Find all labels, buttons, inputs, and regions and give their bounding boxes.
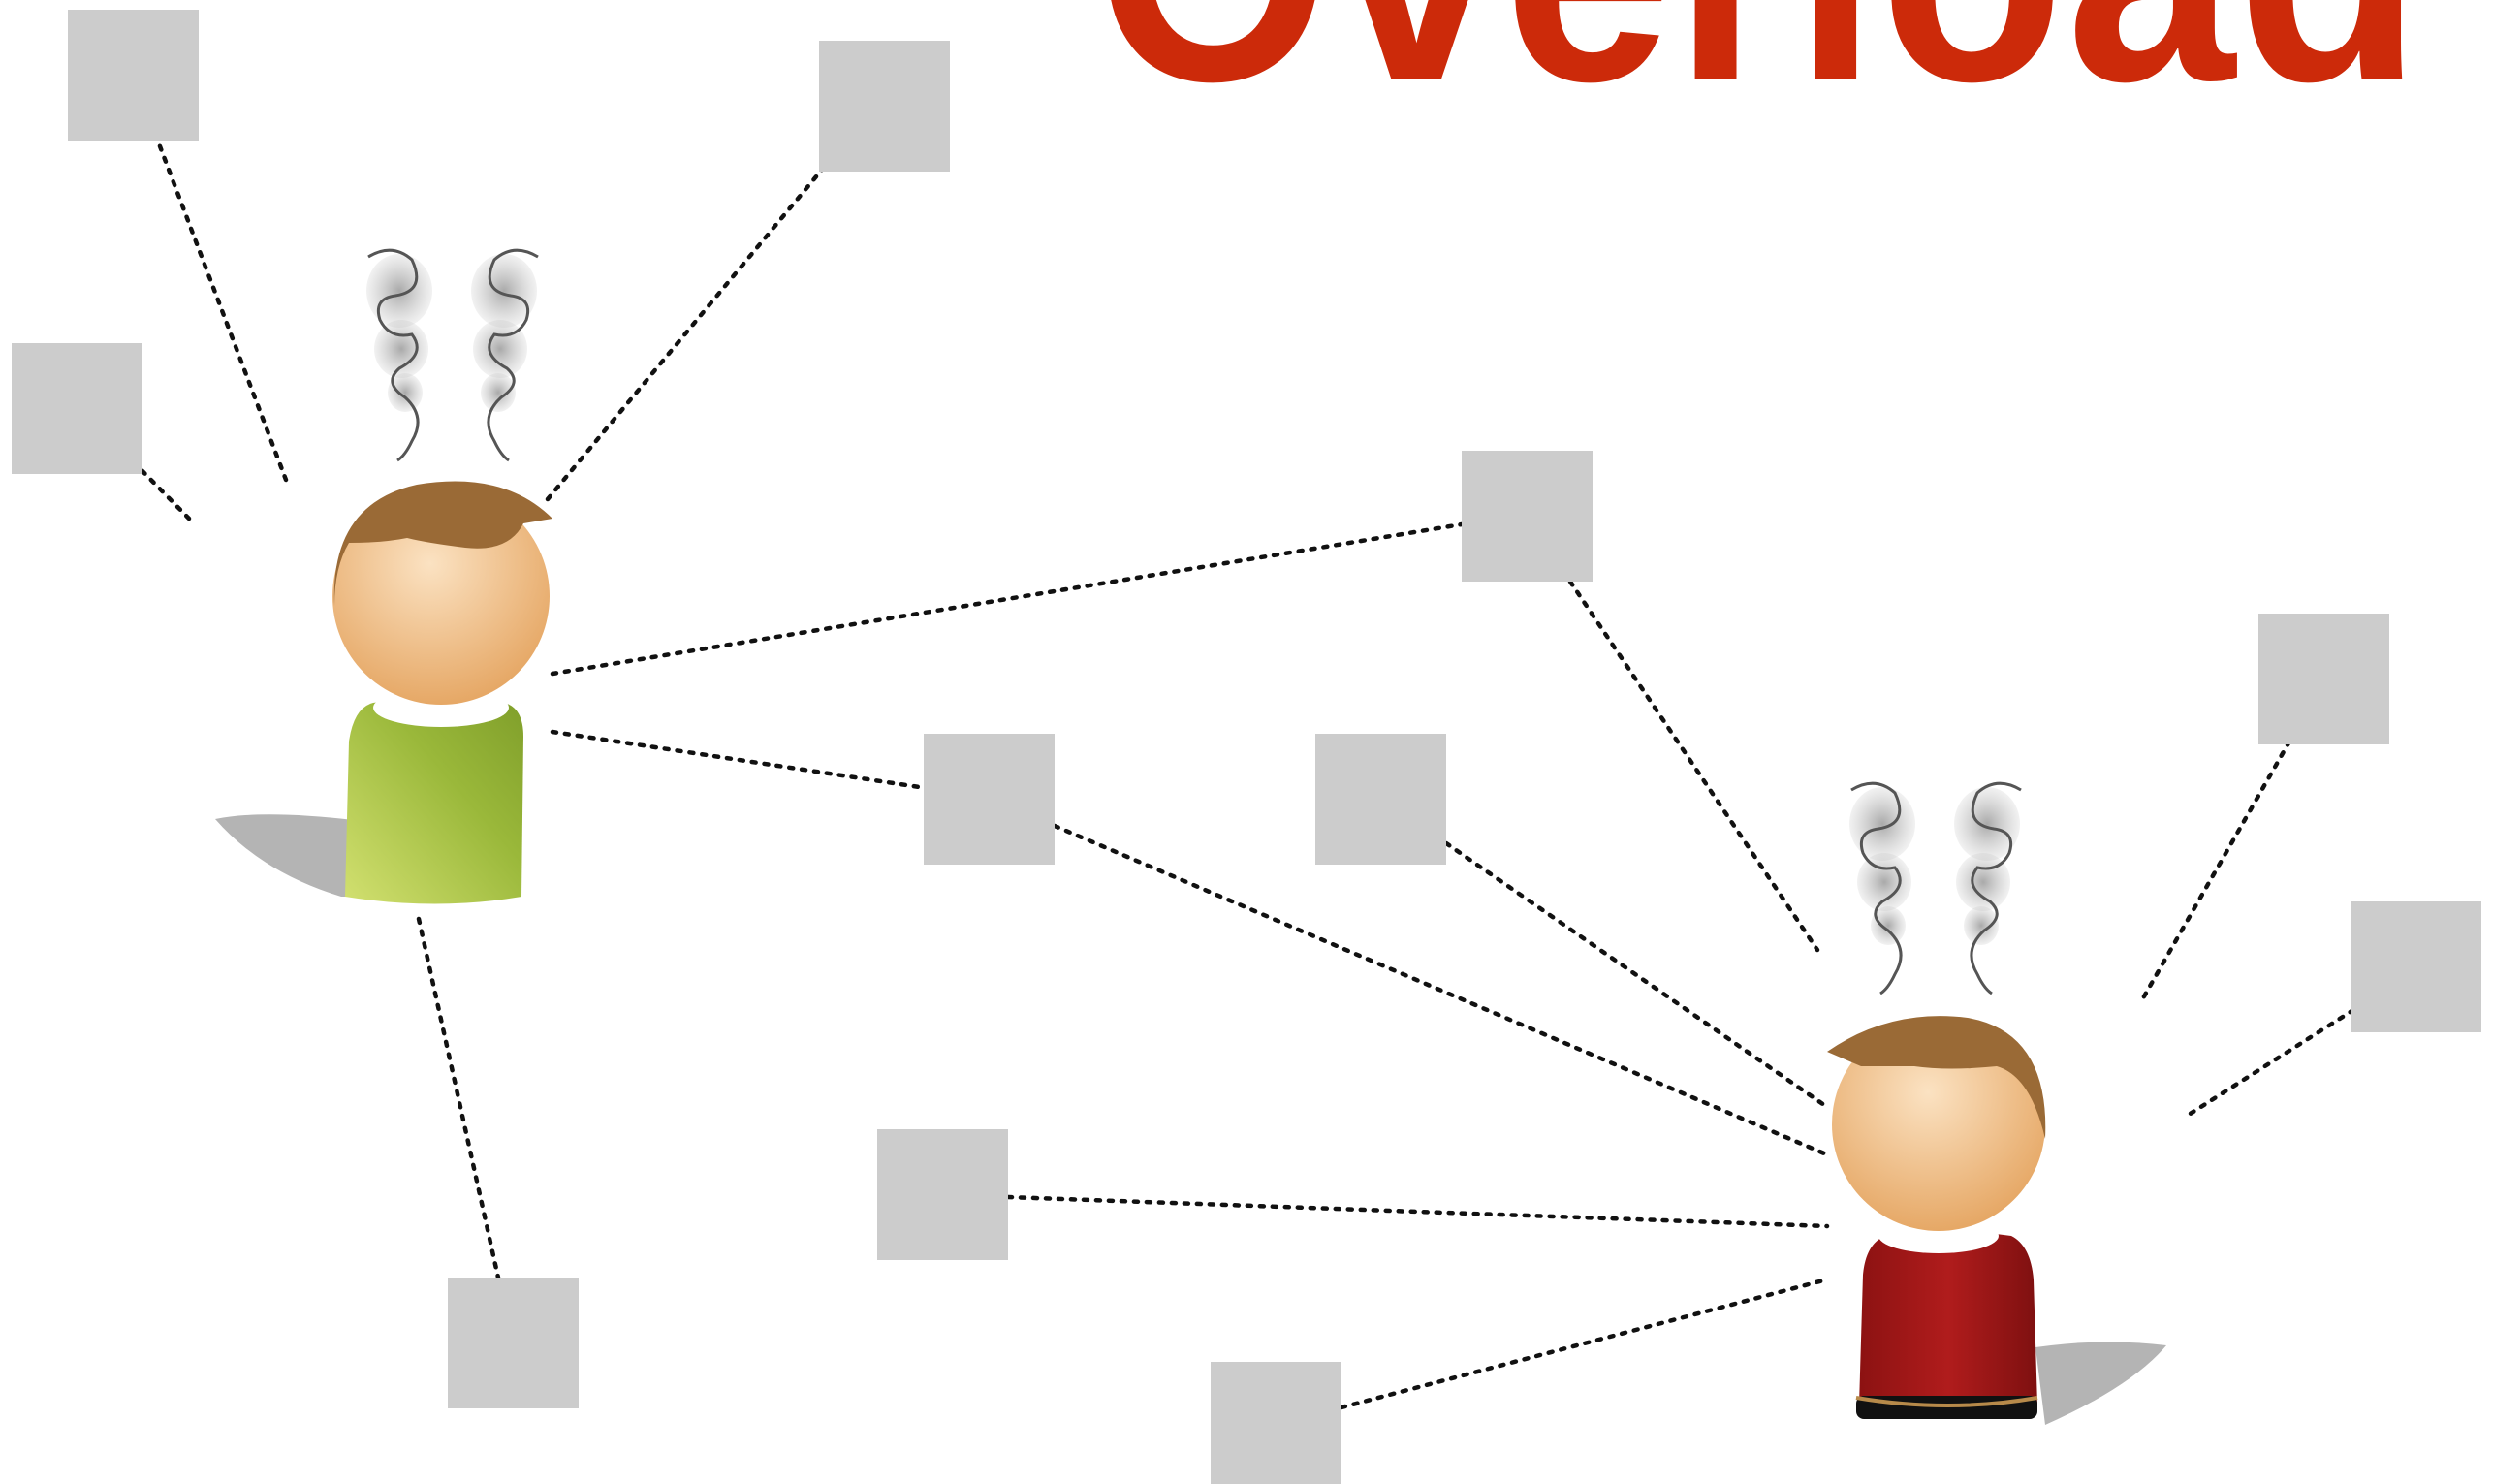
smoke-icon <box>1849 783 2021 994</box>
body <box>345 698 523 904</box>
connector-line <box>1570 582 1817 950</box>
connector-line <box>419 919 498 1278</box>
person-green-icon <box>215 250 552 903</box>
connector-line <box>1008 1197 1827 1226</box>
node-square <box>12 343 142 474</box>
connector-line <box>548 170 822 499</box>
connector-line <box>2140 742 2289 1003</box>
node-square <box>68 10 199 141</box>
node-square <box>924 734 1055 865</box>
node-square <box>448 1278 579 1408</box>
person-red-icon <box>1827 783 2166 1425</box>
connector-line <box>139 467 189 519</box>
connector-line <box>2189 1010 2353 1115</box>
connector-line <box>1446 843 1824 1105</box>
shadow <box>215 814 366 897</box>
node-square <box>1462 451 1593 582</box>
connector-line <box>552 732 926 788</box>
connector-line <box>1341 1279 1827 1407</box>
connector-line <box>157 139 286 480</box>
smoke-icon <box>366 250 538 460</box>
shadow <box>2035 1342 2166 1425</box>
body <box>1859 1231 2037 1415</box>
connector-line <box>552 524 1462 674</box>
node-square <box>2351 901 2481 1032</box>
node-square <box>1315 734 1446 865</box>
node-square <box>819 41 950 172</box>
connector-line <box>1055 826 1824 1153</box>
node-square <box>1211 1362 1341 1484</box>
shoes <box>1856 1396 2037 1419</box>
node-square <box>877 1129 1008 1260</box>
node-square <box>2258 614 2389 744</box>
